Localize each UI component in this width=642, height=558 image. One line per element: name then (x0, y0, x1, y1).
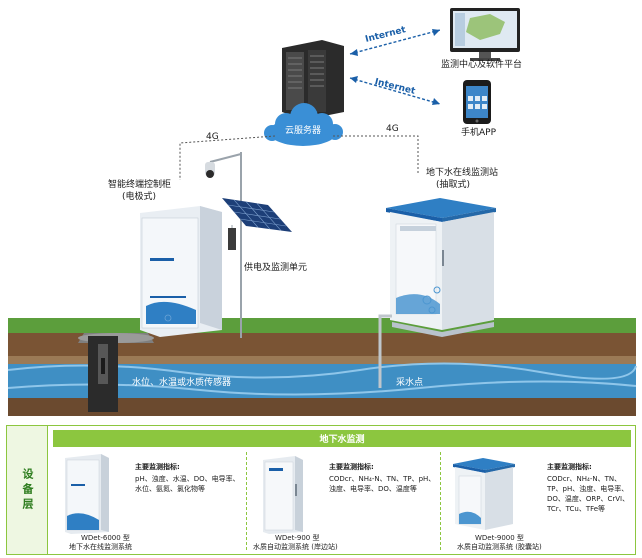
monitor-icon (450, 8, 520, 61)
product-card-wdet900: 主要监测指标: CODcr、NH₄-N、TN、TP、pH、浊度、电导率、DO、温… (249, 452, 439, 552)
power-unit-label: 供电及监测单元 (244, 263, 308, 273)
link-4g-left-label: 4G (206, 132, 219, 142)
indicator-title: 主要监测指标: (135, 463, 180, 471)
model-description: 水质自动监测系统 (胶囊站) (457, 543, 542, 551)
architecture-diagram (7, 8, 637, 416)
product-divider (246, 452, 247, 550)
wdet6000-cabinet-icon (65, 454, 109, 534)
sampling-point-label: 采水点 (396, 378, 424, 388)
indicator-title: 主要监测指标: (547, 463, 592, 471)
internet-link-bottom (349, 76, 441, 105)
solar-power-unit (205, 152, 292, 338)
product-card-wdet9000: 主要监测指标: CODcr、NH₄-N、TN、TP、pH、浊度、电导率、DO、温… (443, 452, 633, 552)
platform-label: 监测中心及软件平台 (441, 60, 523, 70)
model-name: WDet-9000 型 (475, 534, 524, 542)
sampling-pipe (378, 314, 392, 388)
indicator-list: pH、浊度、水温、DO、电导率、水位、氨氮、氯化物等 (135, 475, 240, 493)
sensor-label: 水位、水温或水质传感器 (132, 378, 232, 388)
model-description: 地下水在线监测系统 (69, 543, 132, 551)
station-title-line1: 地下水在线监测站 (426, 168, 499, 178)
sensor-borehole (88, 336, 118, 412)
model-name: WDet-900 型 (275, 534, 320, 542)
indicator-title: 主要监测指标: (329, 463, 374, 471)
phone-icon (463, 80, 491, 124)
layer-tab: 设备层 (7, 426, 48, 554)
indicator-list: CODcr、NH₄-N、TN、TP、pH、浊度、电导率、DO、温度、ORP、Cr… (547, 475, 630, 513)
smart-terminal-cabinet (78, 206, 222, 343)
model-name: WDet-6000 型 (81, 534, 130, 542)
cloud-server-label: 云服务器 (285, 126, 322, 136)
product-divider (440, 452, 441, 550)
panel-header: 地下水监测 (53, 430, 631, 447)
server-rack-icon (282, 40, 344, 120)
layer-label: 设备层 (21, 467, 34, 513)
wdet9000-station-icon (453, 458, 515, 530)
station-title-line2: (抽取式) (436, 180, 471, 190)
cabinet-title-line1: 智能终端控制柜 (108, 180, 172, 190)
indicator-list: CODcr、NH₄-N、TN、TP、pH、浊度、电导率、DO、温度等 (329, 475, 436, 493)
model-description: 水质自动监测系统 (岸边站) (253, 543, 338, 551)
internet-link-top (349, 29, 441, 56)
wdet900-cabinet-icon (263, 456, 303, 534)
product-card-wdet6000: 主要监测指标: pH、浊度、水温、DO、电导率、水位、氨氮、氯化物等 WDet-… (55, 452, 245, 552)
groundwater-station (386, 198, 496, 337)
app-label: 手机APP (461, 128, 497, 138)
link-4g-right (333, 135, 419, 175)
equipment-layer-panel: 设备层 地下水监测 主要监测指标: pH、浊度、水温、DO、电导率、水位、氨氮、… (6, 425, 636, 555)
cabinet-title-line2: (电极式) (122, 192, 157, 202)
link-4g-right-label: 4G (386, 124, 399, 134)
